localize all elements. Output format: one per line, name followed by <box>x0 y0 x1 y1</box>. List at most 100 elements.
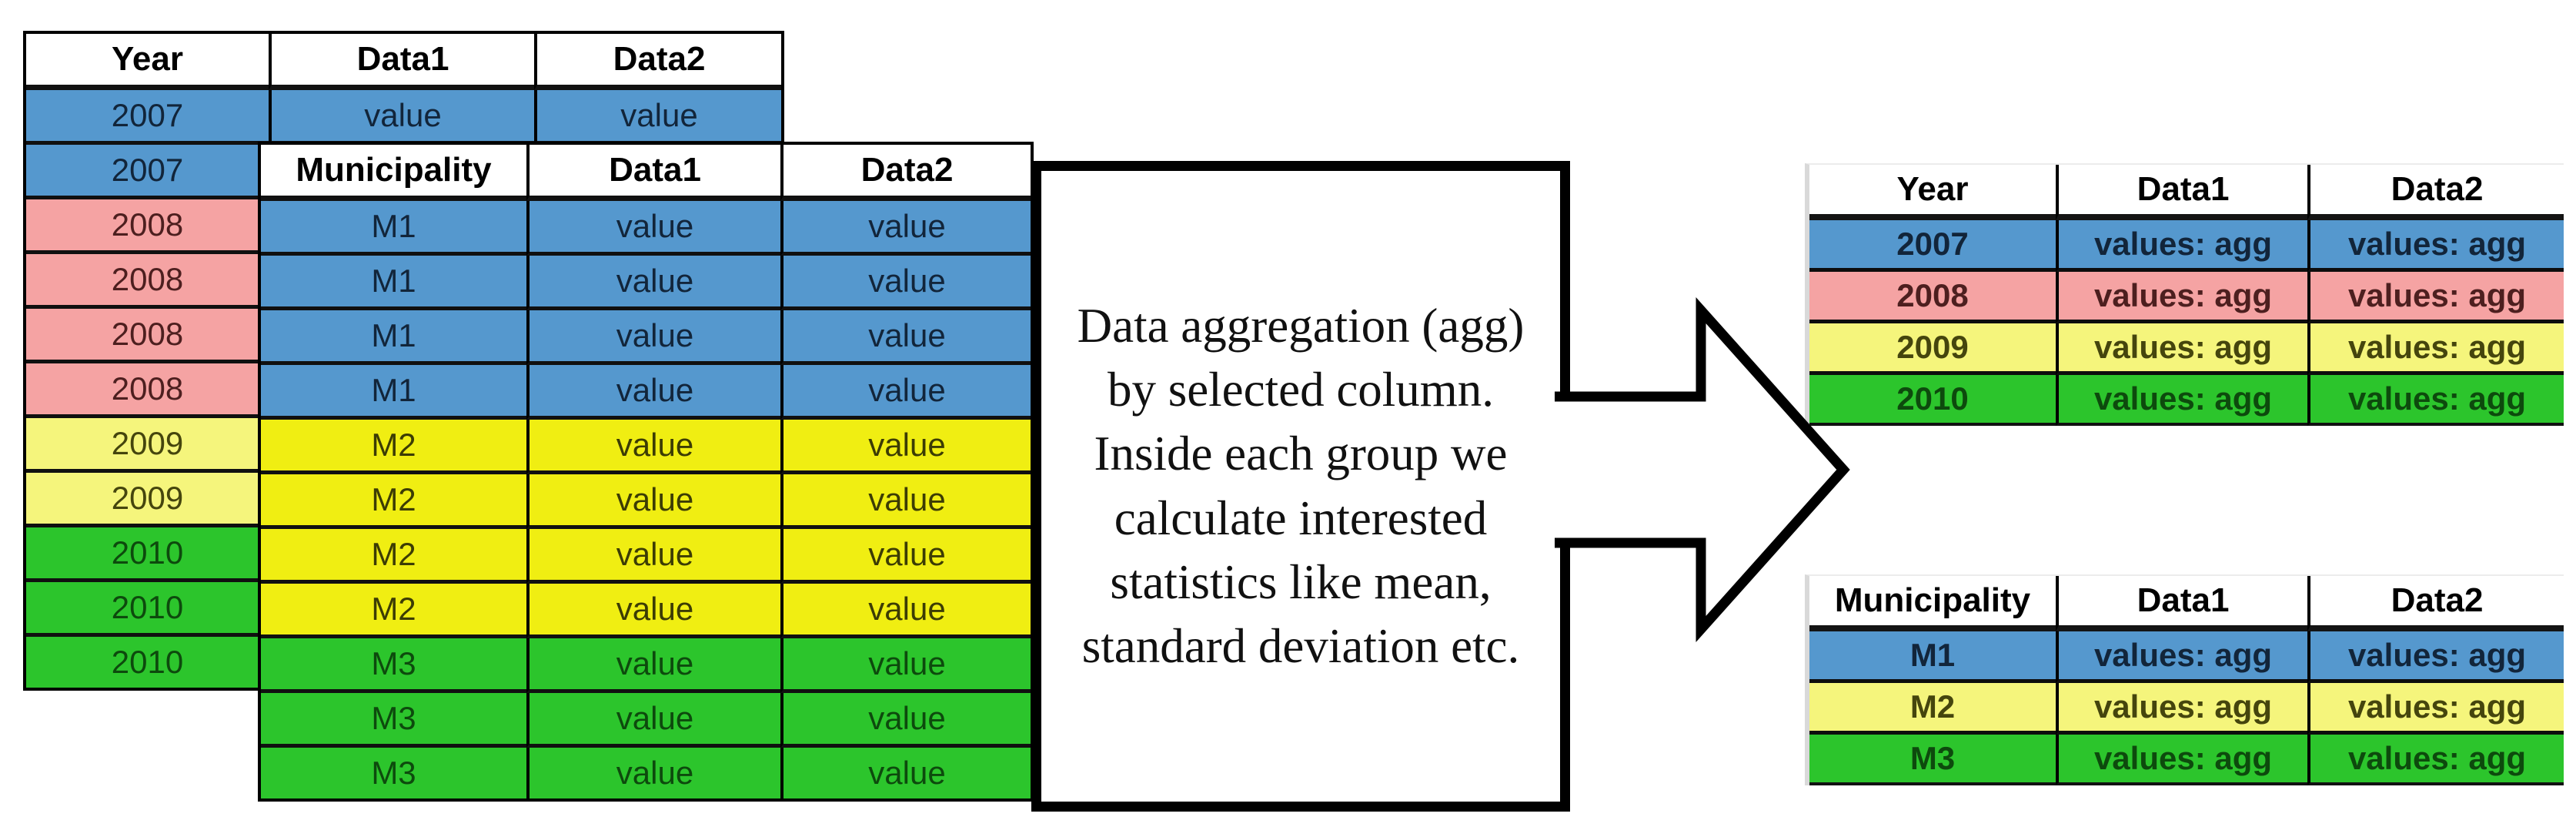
municipality-cell: M1 <box>261 256 526 310</box>
year-cell: 2007 <box>26 90 269 145</box>
year-cell: 2008 <box>26 254 269 309</box>
header-row: Municipality Data1 Data2 <box>261 145 1031 201</box>
municipality-cell: M3 <box>261 638 526 693</box>
data2-cell: values: agg <box>2307 272 2564 323</box>
municipality-column-header: Municipality <box>261 145 526 201</box>
data1-column-header: Data1 <box>2056 165 2307 220</box>
year-cell: 2009 <box>1809 323 2056 375</box>
year-column-header: Year <box>1809 165 2056 220</box>
data2-cell: value <box>780 748 1031 798</box>
data1-cell: value <box>526 638 780 693</box>
data1-cell: value <box>526 420 780 474</box>
data2-cell: value <box>780 474 1031 529</box>
data2-cell: values: agg <box>2307 220 2564 272</box>
data2-cell: values: agg <box>2307 375 2564 426</box>
data1-cell: value <box>269 90 534 145</box>
data2-cell: value <box>780 310 1031 365</box>
data2-cell: values: agg <box>2307 683 2564 735</box>
data1-cell: value <box>526 748 780 798</box>
data1-column-header: Data1 <box>2056 576 2307 631</box>
data2-cell: value <box>780 201 1031 256</box>
data1-cell: value <box>526 310 780 365</box>
year-cell: 2010 <box>26 527 269 582</box>
header-row: Municipality Data1 Data2 <box>1809 576 2564 631</box>
annotation-line: by selected column. <box>1107 363 1495 417</box>
municipality-cell: M2 <box>261 420 526 474</box>
data1-cell: value <box>526 365 780 420</box>
year-cell: 2009 <box>26 418 269 473</box>
data2-cell: value <box>780 256 1031 310</box>
year-cell: 2008 <box>1809 272 2056 323</box>
data1-cell: value <box>526 474 780 529</box>
data1-cell: values: agg <box>2056 272 2307 323</box>
municipality-cell: M2 <box>261 584 526 638</box>
municipality-cell: M3 <box>1809 735 2056 785</box>
data2-cell: value <box>780 638 1031 693</box>
header-row: Year Data1 Data2 <box>1809 165 2564 220</box>
data1-cell: values: agg <box>2056 375 2307 426</box>
data1-cell: values: agg <box>2056 220 2307 272</box>
data2-column-header: Data2 <box>2307 576 2564 631</box>
data1-cell: values: agg <box>2056 631 2307 683</box>
data2-column-header: Data2 <box>780 145 1031 201</box>
right-arrow-icon <box>1555 296 1850 643</box>
annotation-line: standard deviation etc. <box>1081 618 1520 673</box>
municipality-cell: M1 <box>261 310 526 365</box>
municipality-cell: M2 <box>1809 683 2056 735</box>
data1-cell: values: agg <box>2056 323 2307 375</box>
data1-cell: value <box>526 256 780 310</box>
year-cell: 2010 <box>1809 375 2056 426</box>
annotation-line: Inside each group we <box>1094 427 1508 481</box>
year-cell: 2008 <box>26 199 269 254</box>
municipality-cell: M2 <box>261 529 526 584</box>
data1-cell: value <box>526 201 780 256</box>
year-cell: 2009 <box>26 473 269 527</box>
municipality-cell: M2 <box>261 474 526 529</box>
municipality-column-header: Municipality <box>1809 576 2056 631</box>
year-cell: 2010 <box>111 644 184 680</box>
annotation-box: Data aggregation (agg) by selected colum… <box>1031 161 1570 812</box>
municipality-cell: M1 <box>1809 631 2056 683</box>
data1-column-header: Data1 <box>269 34 534 90</box>
data2-cell: value <box>780 584 1031 638</box>
data2-column-header: Data2 <box>2307 165 2564 220</box>
municipality-cell: M1 <box>261 201 526 256</box>
annotation-line: statistics like mean, <box>1110 554 1492 609</box>
data1-column-header: Data1 <box>526 145 780 201</box>
annotation-line: Data aggregation (agg) <box>1077 299 1525 353</box>
data1-cell: value <box>526 529 780 584</box>
municipality-cell: M3 <box>371 755 416 791</box>
municipality-cell: M1 <box>261 365 526 420</box>
year-cell: 2007 <box>26 145 269 199</box>
data2-cell: values: agg <box>2307 323 2564 375</box>
data1-cell: values: agg <box>2056 735 2307 785</box>
year-cell: 2007 <box>1809 220 2056 272</box>
data1-cell: value <box>526 693 780 748</box>
data2-column-header: Data2 <box>534 34 781 90</box>
data2-cell: values: agg <box>2307 735 2564 785</box>
year-cell: 2008 <box>26 363 269 418</box>
